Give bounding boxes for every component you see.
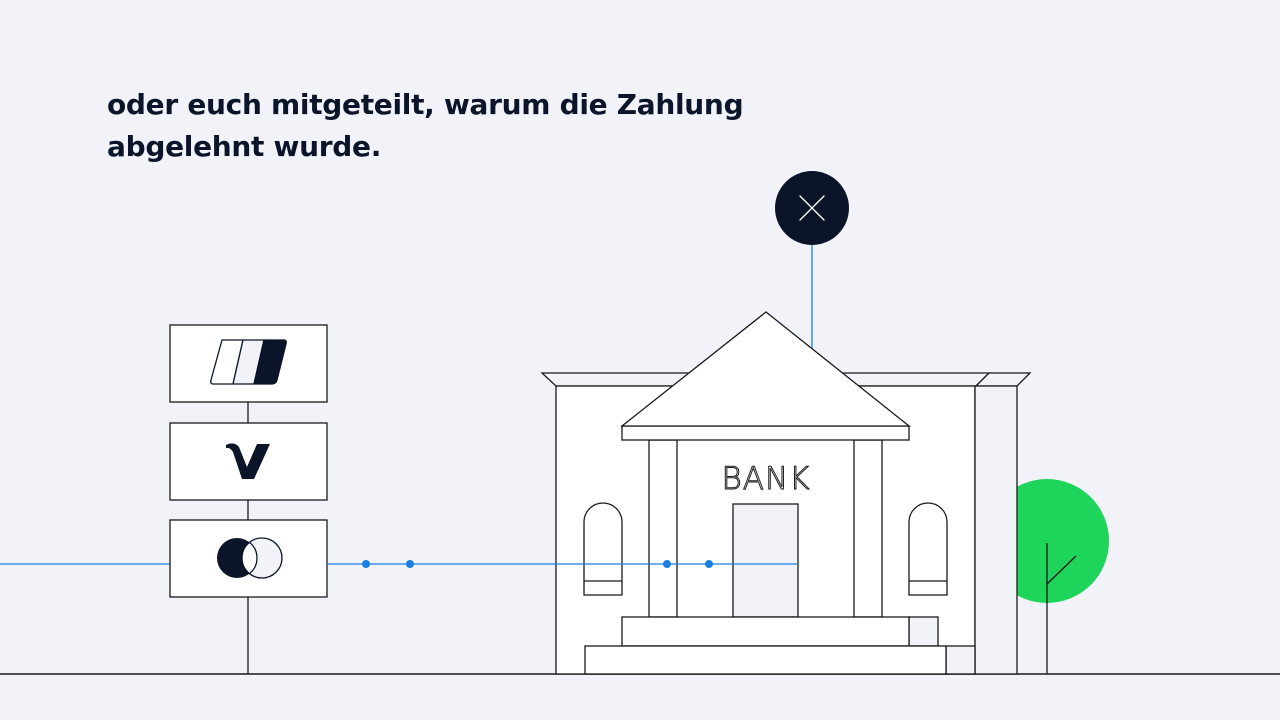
caption-line-1: oder euch mitgeteilt, warum die Zahlung xyxy=(107,88,744,121)
transaction-dot-4 xyxy=(705,560,713,568)
transaction-dot-2 xyxy=(406,560,414,568)
payment-method-card-stripes xyxy=(169,324,328,403)
payment-method-v xyxy=(169,422,328,501)
close-icon xyxy=(799,195,825,221)
bank-sign: BANK xyxy=(721,461,810,497)
bank-building: BANK xyxy=(540,311,1032,675)
bank-door xyxy=(732,503,799,618)
pediment-roof xyxy=(620,311,911,427)
column-left xyxy=(648,439,678,618)
caption-line-2: abgelehnt wurde. xyxy=(107,130,382,163)
overlapping-circles-logo-icon xyxy=(217,537,283,579)
window-left xyxy=(583,502,623,596)
window-right xyxy=(908,502,948,596)
step-upper xyxy=(621,616,910,647)
decline-badge xyxy=(775,171,849,245)
pediment-beam xyxy=(621,425,910,441)
column-right xyxy=(853,439,883,618)
transaction-dot-1 xyxy=(362,560,370,568)
transaction-dot-3 xyxy=(663,560,671,568)
payment-method-circles xyxy=(169,519,328,598)
step-lower xyxy=(584,645,947,675)
v-logo-icon xyxy=(226,443,270,479)
card-stripes-logo-icon xyxy=(210,339,287,385)
caption-text: oder euch mitgeteilt, warum die Zahlung … xyxy=(107,84,807,168)
